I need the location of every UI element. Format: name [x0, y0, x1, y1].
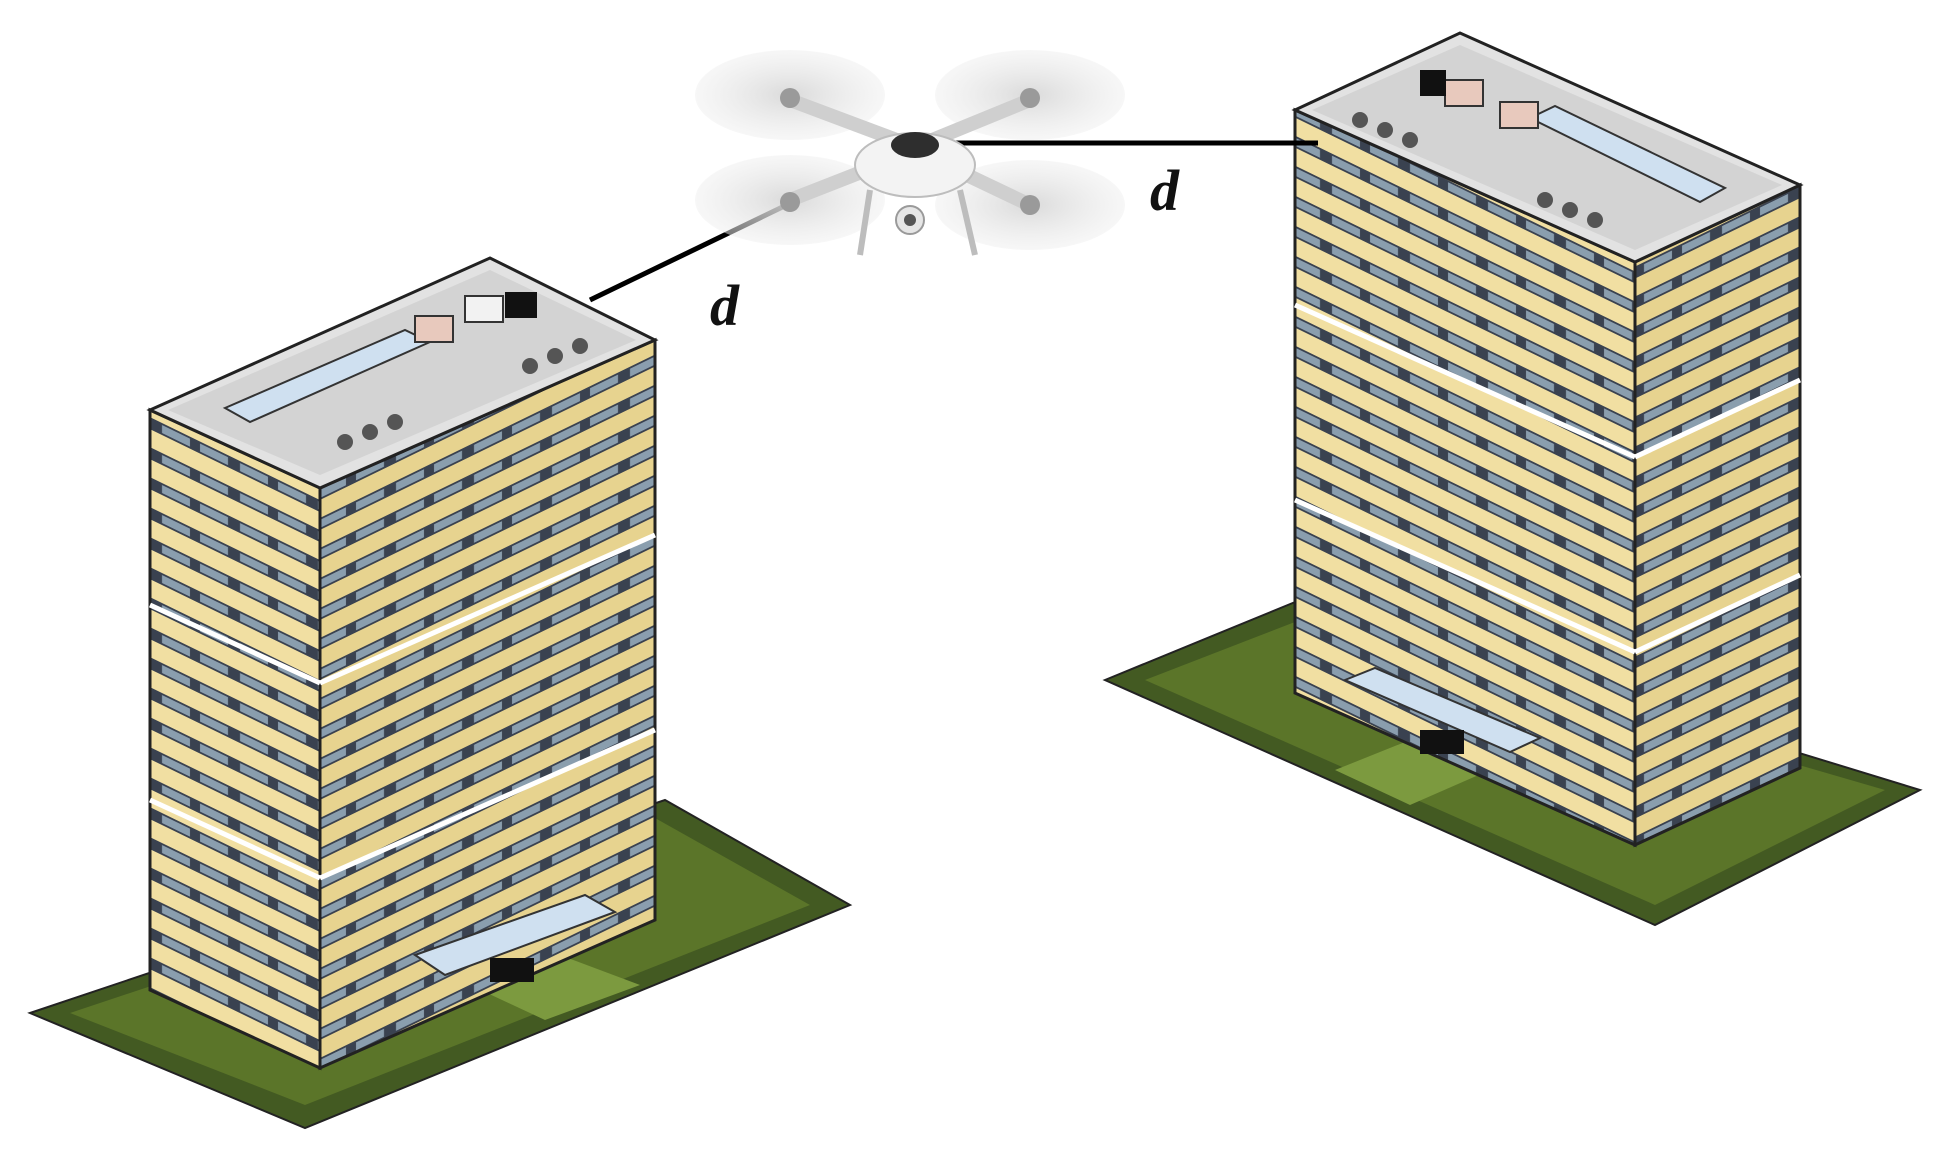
right-building: [1102, 31, 1923, 927]
left-entrance-canopy: [412, 893, 618, 977]
left-roof-vents: [337, 338, 588, 450]
right-building-right-face: [1633, 182, 1802, 848]
left-building-left-face: [148, 407, 322, 1071]
left-entrance-door: [490, 958, 534, 982]
right-roof-unit-2: [1499, 101, 1539, 129]
right-distance-label: d: [1150, 158, 1180, 223]
left-roof-unit-1: [414, 315, 454, 343]
left-building: [27, 256, 853, 1130]
left-roof-unit-2: [464, 295, 504, 323]
right-roof-vents: [1352, 112, 1603, 228]
left-distance-label: d: [710, 273, 740, 338]
right-entrance-canopy: [1342, 666, 1543, 754]
right-roof-parapet: [1312, 45, 1782, 250]
left-roof-parapet: [168, 270, 636, 475]
right-roof-unit-1: [1444, 79, 1484, 107]
quadcopter-drone-icon: [695, 50, 1125, 256]
right-roof-skylight: [1527, 104, 1728, 204]
right-entrance-door: [1420, 730, 1464, 754]
